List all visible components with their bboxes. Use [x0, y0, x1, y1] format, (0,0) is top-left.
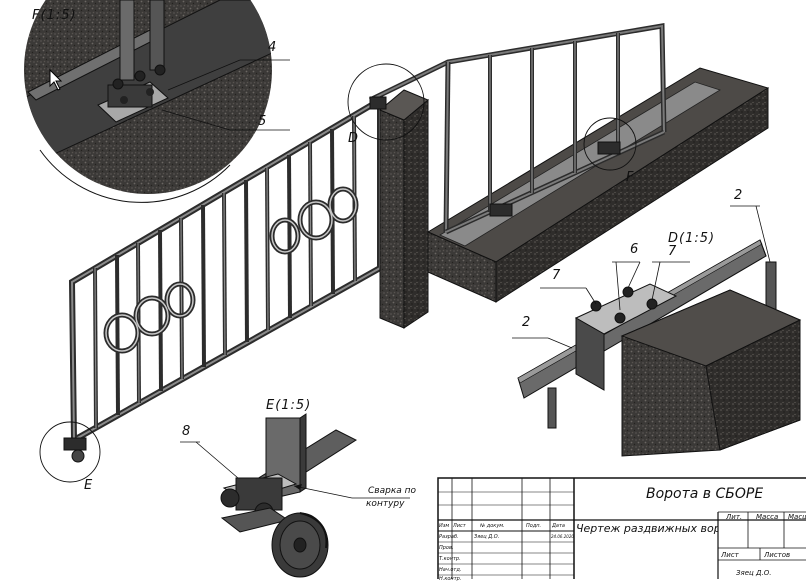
callout-6: 6	[630, 242, 639, 257]
callout-5: 5	[258, 114, 267, 129]
view-label-e: E(1:5)	[266, 398, 312, 413]
title-block-frame	[437, 477, 806, 579]
tb-mass: Масса	[756, 513, 779, 521]
drawing-name: Чертеж раздвижных ворот	[576, 522, 718, 535]
tb-date: 24.06.2020	[551, 534, 574, 539]
callout-7-right: 7	[668, 244, 677, 259]
detail-circle-d	[347, 63, 425, 141]
callout-7-left: 7	[552, 268, 561, 283]
gate-post-side	[403, 98, 429, 329]
mouse-cursor-icon	[49, 68, 63, 91]
detail-circle-e	[39, 421, 101, 483]
gate-wheel	[71, 449, 85, 463]
tb-row-prov: Пров.	[439, 545, 454, 551]
callout-4: 4	[268, 40, 277, 55]
detail-mark-f: F	[626, 170, 634, 185]
roller-carriage-2	[597, 141, 621, 155]
view-label-f: F(1:5)	[32, 8, 77, 23]
tb-scale: Масштаб	[788, 513, 806, 521]
tb-col-list: Лист	[453, 523, 466, 529]
roller-carriage-1	[489, 203, 513, 217]
tb-author-bottom: Зяец Д.О.	[736, 569, 772, 577]
tb-col-doc: № докум.	[480, 523, 505, 529]
weld-note-line1: Сварка по	[368, 486, 417, 496]
tb-col-izm: Изм	[439, 523, 450, 529]
detail-mark-d: D	[348, 131, 359, 146]
foundation-beam-side	[495, 87, 769, 303]
callout-8: 8	[182, 424, 191, 439]
gate-post-top	[379, 89, 429, 121]
post-bracket	[369, 96, 387, 110]
detail-circle-f	[583, 117, 637, 171]
tb-developer: Зяец Д.О.	[474, 534, 500, 540]
main-gate-assembly	[39, 23, 770, 483]
callout-2-mid: 2	[522, 315, 531, 330]
gate-post-front	[379, 109, 405, 329]
tb-col-date: Дата	[552, 523, 565, 529]
gate-wheel-bracket	[63, 437, 87, 451]
weld-note-line2: контуру	[366, 499, 405, 509]
view-label-d: D(1:5)	[668, 231, 716, 246]
tb-lit: Лит.	[726, 513, 743, 521]
callout-2-top: 2	[734, 188, 743, 203]
tb-row-tkontr: Т.контр.	[439, 556, 461, 562]
tb-row-nachotd: Нач.отд.	[439, 567, 462, 573]
tb-row-razrab: Разраб.	[439, 534, 459, 540]
detail-f-view	[24, 0, 290, 203]
detail-e-view	[180, 413, 410, 578]
tb-sheets: Листов	[764, 551, 791, 559]
tb-sheet: Лист	[721, 551, 739, 559]
rear-gate-frame	[368, 23, 667, 235]
detail-d-view	[512, 205, 802, 457]
tb-col-sign: Подп.	[526, 523, 542, 529]
assembly-title: Ворота в СБОРЕ	[646, 486, 764, 502]
detail-mark-e: E	[84, 478, 93, 493]
tb-row-nkontr: Н.контр.	[439, 576, 462, 582]
